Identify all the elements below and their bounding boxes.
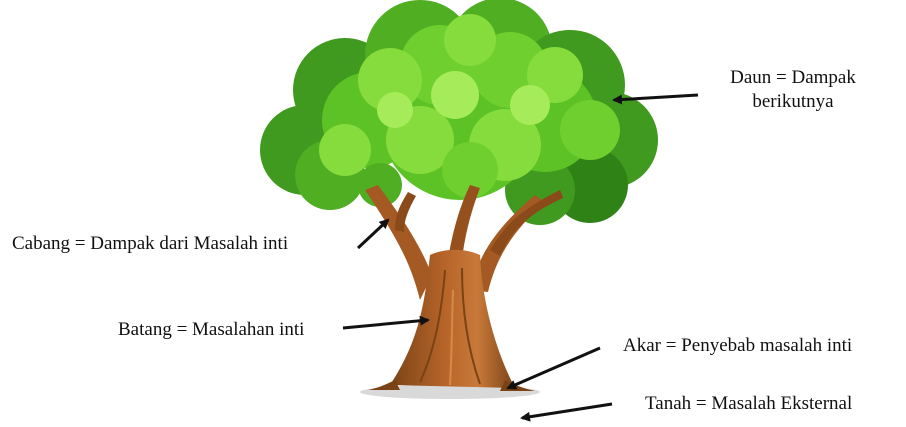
label-daun: Daun = Dampak berikutnya [708, 66, 878, 114]
label-daun-line2: berikutnya [708, 90, 878, 114]
arrow-cabang [358, 220, 388, 248]
canopy [260, 0, 658, 225]
label-daun-line1: Daun = Dampak [708, 66, 878, 90]
label-cabang: Cabang = Dampak dari Masalah inti [12, 232, 288, 256]
branch-left [365, 185, 432, 300]
arrow-tanah [522, 404, 612, 418]
label-akar: Akar = Penyebab masalah inti [623, 334, 852, 358]
arrow-akar [508, 348, 600, 388]
label-batang: Batang = Masalahan inti [118, 318, 304, 342]
label-tanah: Tanah = Masalah Eksternal [645, 392, 852, 416]
arrow-batang [343, 320, 428, 328]
